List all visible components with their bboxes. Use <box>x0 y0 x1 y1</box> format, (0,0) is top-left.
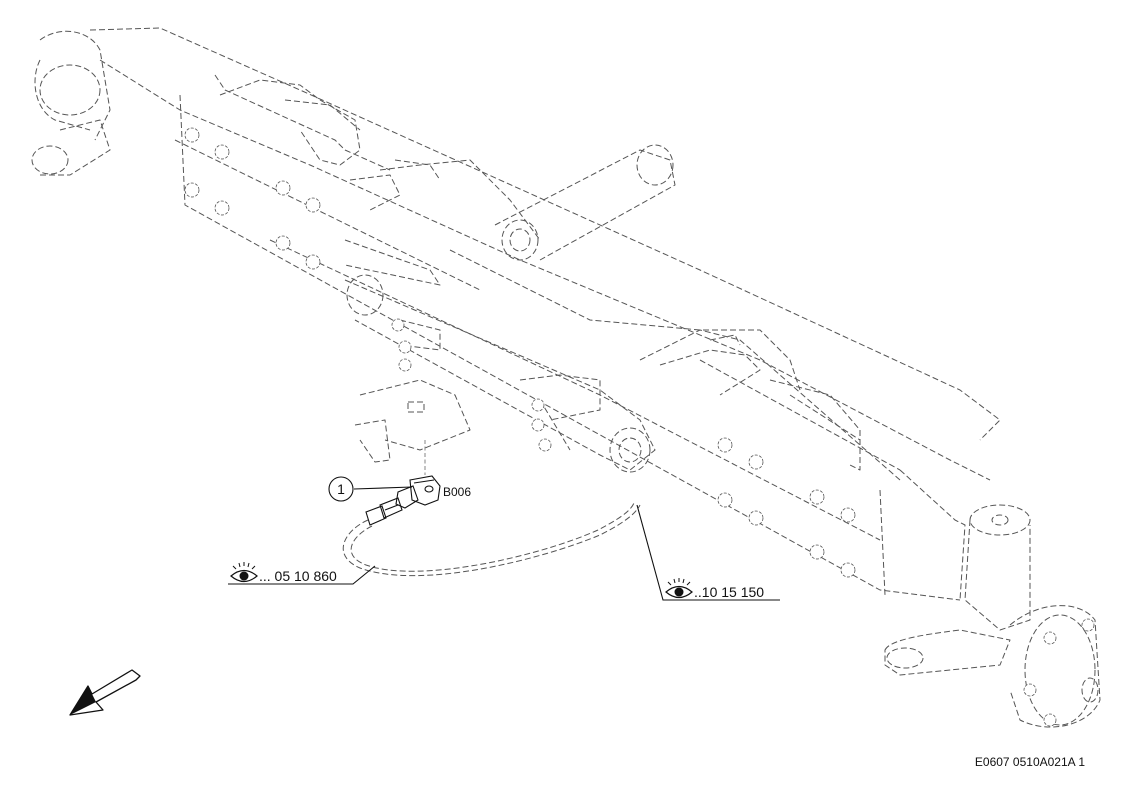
callout-1: 1 <box>328 476 354 502</box>
reference-text-1: ... 05 10 860 <box>259 568 337 584</box>
front-direction-arrow <box>69 669 141 716</box>
eye-icon <box>665 578 693 599</box>
sensor-mount-plate <box>354 379 471 475</box>
part-code-label: B006 <box>443 485 471 499</box>
reference-text-2: ..10 15 150 <box>694 584 764 600</box>
left-axle-end <box>31 30 111 176</box>
right-bracket <box>659 334 966 601</box>
figure-id: E0607 0510A021A 1 <box>975 755 1085 769</box>
leader-lines <box>228 486 780 601</box>
sensor-cable <box>342 502 641 577</box>
right-axle-end <box>884 504 1101 728</box>
bolt-group <box>184 127 1095 727</box>
steering-linkage <box>344 239 656 473</box>
eye-icon <box>230 562 258 583</box>
pivot-tube <box>494 144 676 261</box>
upper-bracket <box>219 79 441 211</box>
frame-beam <box>89 27 1001 601</box>
callout-number: 1 <box>337 481 345 497</box>
angle-sensor-b006 <box>365 475 441 526</box>
